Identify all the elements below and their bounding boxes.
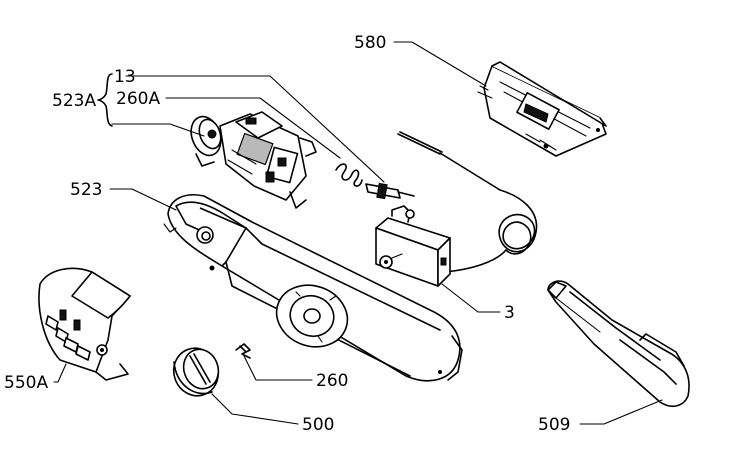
label-580: 580 [354,33,386,53]
part-labels: 580 523A 13 260A 523 3 550A 260 500 509 [4,33,570,435]
part-500-knob [172,347,220,397]
label-13: 13 [114,67,136,87]
label-550a: 550A [4,373,48,393]
part-523-housing [163,194,463,382]
part-3-thermostat [375,131,538,287]
label-3: 3 [504,303,515,323]
label-509: 509 [538,415,570,435]
label-260: 260 [316,371,348,391]
label-500: 500 [302,415,334,435]
leader-lines [53,41,663,425]
part-260-clip [235,343,251,359]
part-523a-switch-assembly [190,111,415,209]
part-580-bracket [477,61,607,157]
part-550a-cover [38,267,131,381]
label-523: 523 [70,180,102,200]
label-523a: 523A [52,91,96,111]
label-260a: 260A [116,89,160,109]
part-509-lever [547,280,690,408]
